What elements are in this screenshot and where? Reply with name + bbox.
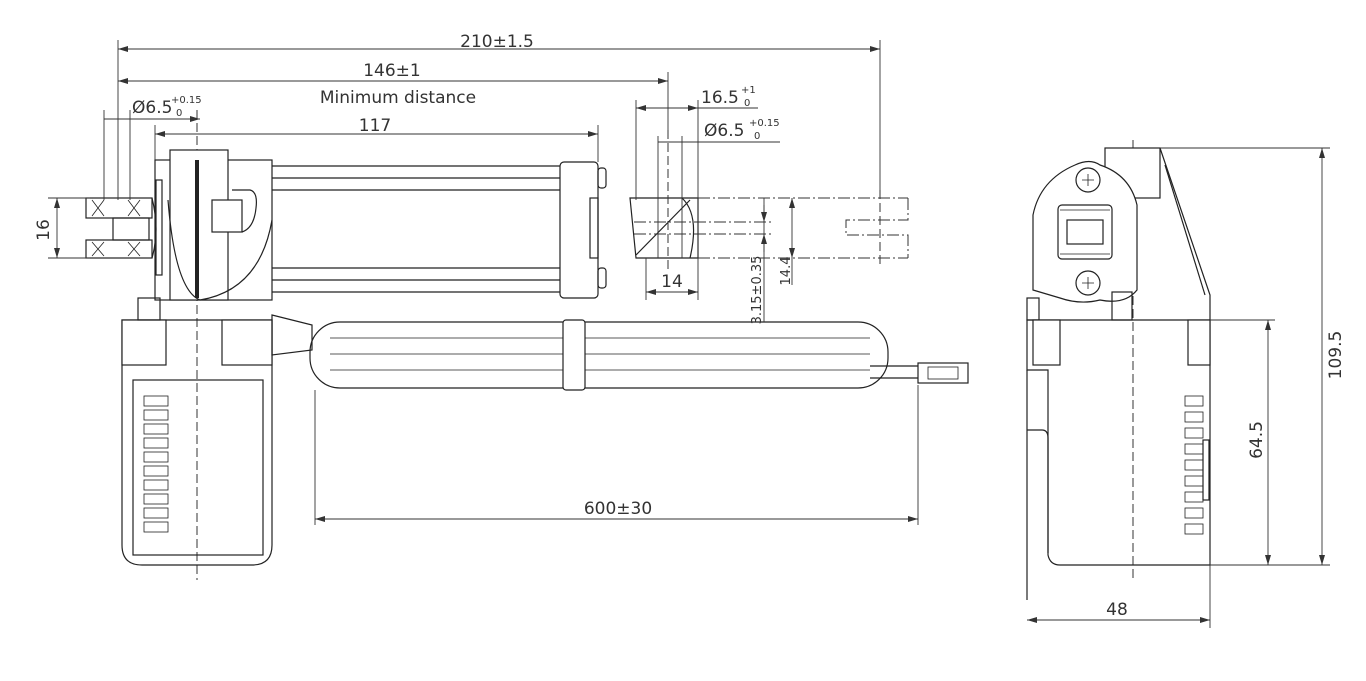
dim-overall-length: 210±1.5 — [460, 32, 534, 52]
dim-slot-width: 3.15±0.35 — [750, 256, 765, 325]
dim-clevis-width: 16 — [34, 219, 54, 241]
side-view: 109.5 64.5 48 — [1026, 140, 1346, 628]
motor — [121, 297, 273, 566]
actuator-housing — [154, 149, 607, 301]
side-vent-slots — [1184, 395, 1210, 535]
front-hole-pos-upper-tol: +1 — [741, 85, 756, 96]
dim-cable-length: 600±30 — [584, 499, 652, 519]
dim-total-height: 109.5 — [1326, 331, 1346, 380]
dim-front-hole-diameter: Ø6.5 — [704, 121, 744, 141]
vent-slots — [143, 395, 169, 533]
rear-clevis — [85, 197, 157, 259]
rear-hole-lower-tol: 0 — [176, 108, 182, 119]
dimensions-front: 210±1.5 146±1 Minimum distance Ø6.5 +0.1… — [34, 32, 919, 525]
dim-front-hole-position: 16.5 — [701, 88, 739, 108]
cable — [271, 314, 969, 391]
dim-rod-end-height: 14.4 — [779, 257, 794, 286]
dim-motor-height: 64.5 — [1247, 421, 1267, 459]
dim-rod-end-length: 14 — [661, 272, 683, 292]
rod-end-phantom — [629, 130, 909, 270]
dimensions-side: 109.5 64.5 48 — [1027, 147, 1346, 623]
front-hole-dia-upper-tol: +0.15 — [749, 118, 780, 129]
front-hole-pos-lower-tol: 0 — [744, 98, 750, 109]
dim-rear-hole: Ø6.5 — [132, 98, 172, 118]
front-view: 210±1.5 146±1 Minimum distance Ø6.5 +0.1… — [34, 32, 969, 580]
dim-width: 48 — [1106, 600, 1128, 620]
dim-min-stroke: 146±1 — [363, 61, 421, 81]
front-hole-dia-lower-tol: 0 — [754, 131, 760, 142]
dim-body-length: 117 — [359, 116, 391, 136]
rear-hole-upper-tol: +0.15 — [171, 95, 202, 106]
min-distance-label: Minimum distance — [320, 88, 476, 108]
